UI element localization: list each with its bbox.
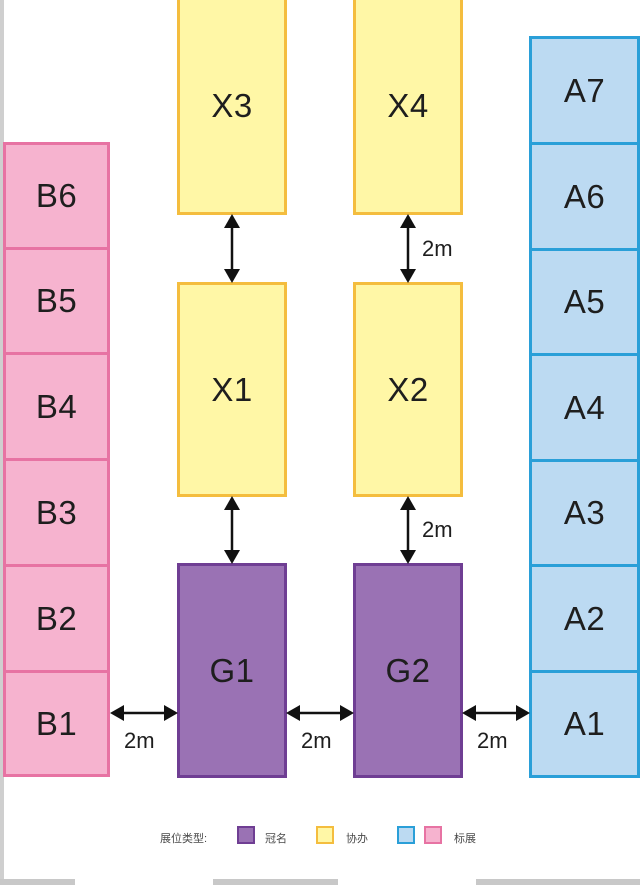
legend: 展位类型: 冠名 协办 标展 xyxy=(0,826,640,848)
arrow-x4-x2 xyxy=(400,214,416,283)
booth-a3[interactable]: A3 xyxy=(529,459,640,567)
legend-title: 展位类型: xyxy=(160,833,208,845)
page-frame-bottom xyxy=(0,879,640,885)
legend-swatch-standard-blue xyxy=(397,826,415,844)
booth-b1[interactable]: B1 xyxy=(3,670,110,777)
distance-x2-g2: 2m xyxy=(422,517,453,542)
arrow-x2-g2 xyxy=(400,496,416,564)
arrow-g2-a1 xyxy=(462,705,530,721)
booth-a2[interactable]: A2 xyxy=(529,564,640,673)
booth-x1[interactable]: X1 xyxy=(177,282,287,497)
arrow-x1-g1 xyxy=(224,496,240,564)
arrow-b1-g1 xyxy=(110,705,178,721)
booth-b5[interactable]: B5 xyxy=(3,247,110,355)
legend-swatch-standard-pink xyxy=(424,826,442,844)
arrow-x3-x1 xyxy=(224,214,240,283)
booth-x2[interactable]: X2 xyxy=(353,282,463,497)
distance-g1-g2: 2m xyxy=(301,728,332,753)
booth-x4[interactable]: X4 xyxy=(353,0,463,215)
distance-b1-g1: 2m xyxy=(124,728,155,753)
booth-g2[interactable]: G2 xyxy=(353,563,463,778)
distance-x4-x2: 2m xyxy=(422,236,453,261)
distance-g2-a1: 2m xyxy=(477,728,508,753)
booth-a6[interactable]: A6 xyxy=(529,142,640,251)
legend-label-co-organizer: 协办 xyxy=(346,833,368,845)
booth-a5[interactable]: A5 xyxy=(529,248,640,356)
booth-a7[interactable]: A7 xyxy=(529,36,640,145)
legend-swatch-co-organizer xyxy=(316,826,334,844)
booth-a1[interactable]: A1 xyxy=(529,670,640,778)
booth-g1[interactable]: G1 xyxy=(177,563,287,778)
page-frame-left xyxy=(0,0,4,885)
legend-label-title-sponsor: 冠名 xyxy=(265,833,287,845)
booth-b4[interactable]: B4 xyxy=(3,352,110,461)
arrow-g1-g2 xyxy=(286,705,354,721)
booth-x3[interactable]: X3 xyxy=(177,0,287,215)
legend-label-standard: 标展 xyxy=(454,833,476,845)
booth-b6[interactable]: B6 xyxy=(3,142,110,250)
legend-swatch-title-sponsor xyxy=(237,826,255,844)
